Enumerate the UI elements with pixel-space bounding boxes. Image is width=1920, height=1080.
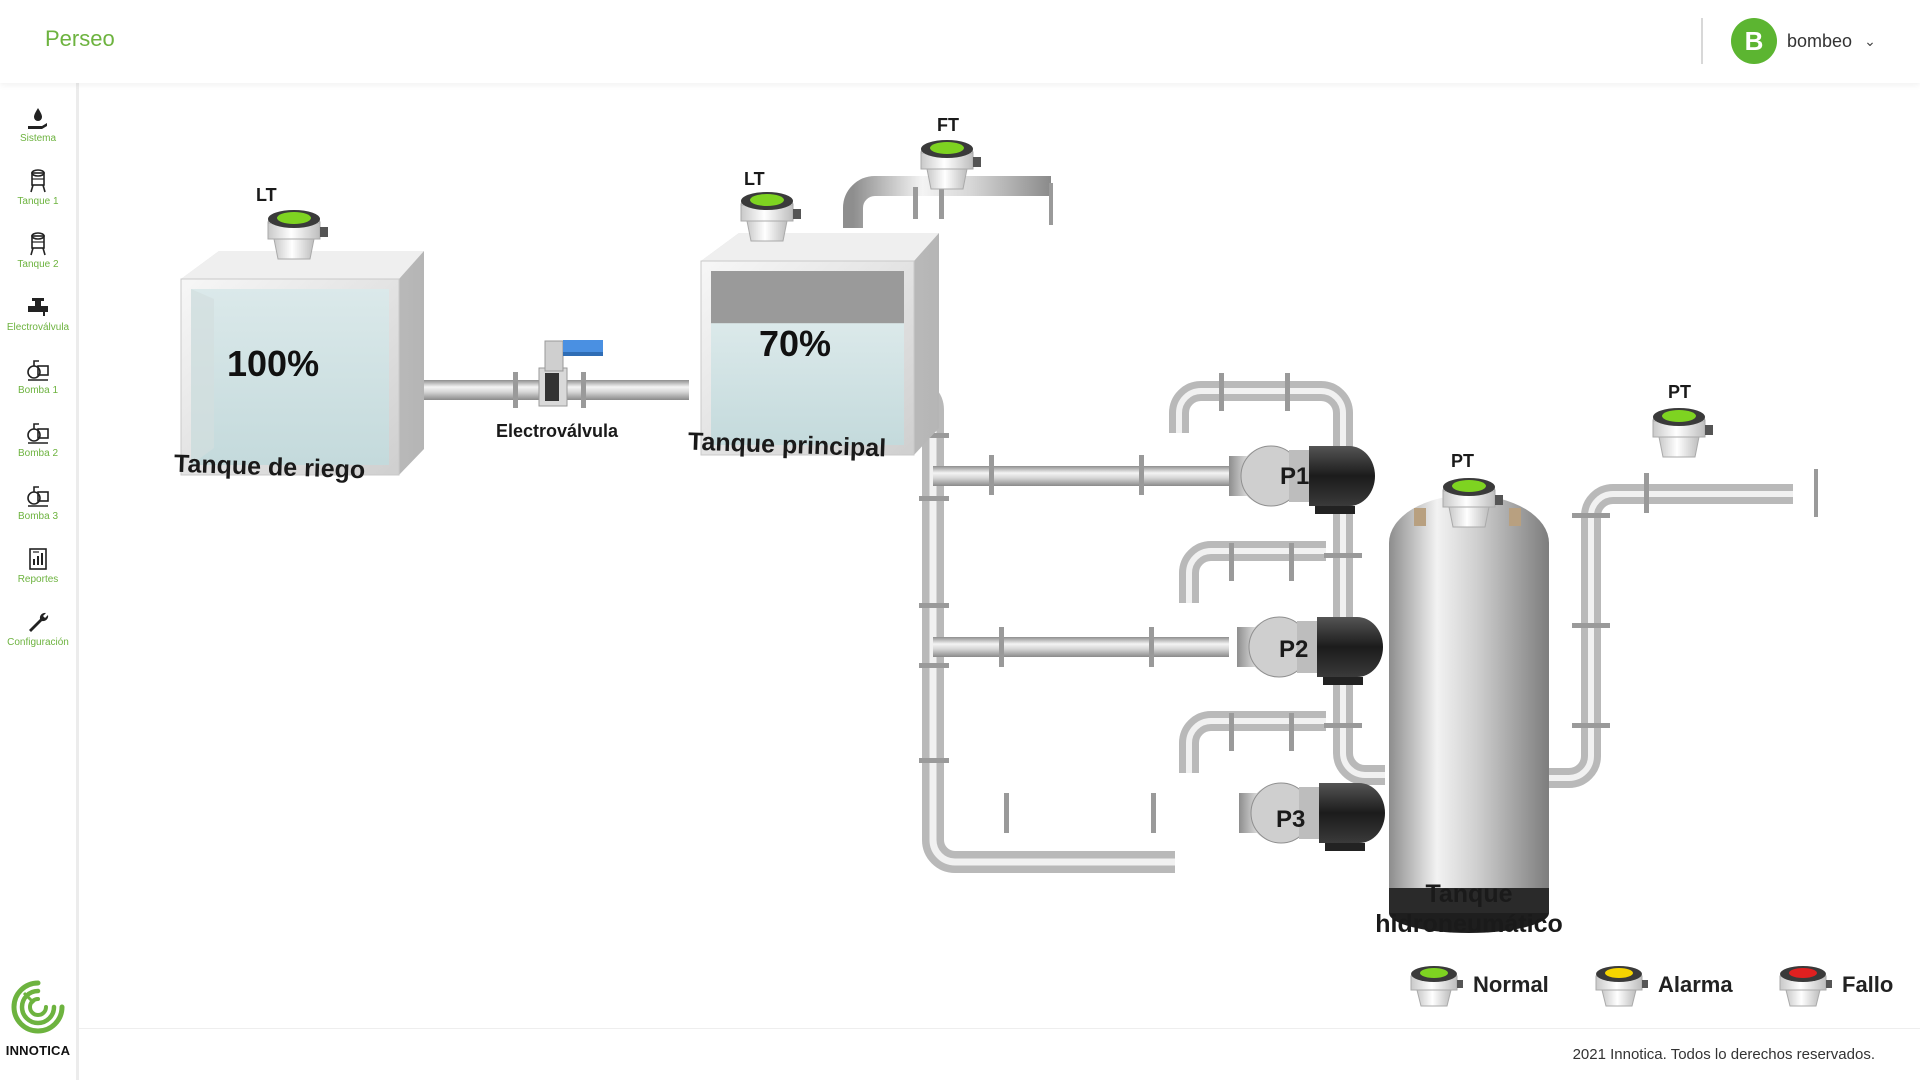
app-title[interactable]: Perseo <box>45 26 115 51</box>
copyright: 2021 Innotica. Todos lo derechos reserva… <box>1572 1046 1875 1063</box>
brand-name: INNOTICA <box>5 1043 71 1058</box>
tank-icon <box>25 231 51 257</box>
pipe-ft <box>843 176 1051 228</box>
sensor-lt-riego-label: LT <box>256 185 277 205</box>
pump-p3-label: P3 <box>1276 806 1306 833</box>
pump-p2[interactable] <box>1237 616 1383 685</box>
sensor-pt-salida[interactable] <box>1652 408 1713 458</box>
hydro-tank-label-line-2: hidroneumático <box>1375 910 1563 938</box>
sensor-lt-principal-label: LT <box>744 169 765 189</box>
tank-principal[interactable] <box>700 233 939 456</box>
avatar[interactable]: B <box>1731 18 1777 64</box>
tank-principal-water <box>711 323 904 445</box>
electrovalvula[interactable] <box>538 340 603 407</box>
sidebar-item-reportes[interactable]: Reportes <box>0 546 76 604</box>
sensor-ft-label: FT <box>937 115 959 135</box>
sensor-lt-principal[interactable] <box>740 192 801 242</box>
top-bar: Perseo B bombeo ⌄ <box>0 0 1920 83</box>
legend-alarma-led <box>1605 968 1633 978</box>
legend-alarma: Alarma <box>1592 962 1733 1008</box>
tank-icon <box>25 168 51 194</box>
pump-p1[interactable] <box>1229 445 1375 514</box>
sensor-pt-hidro[interactable] <box>1442 478 1503 528</box>
sidebar-item-label: Bomba 1 <box>17 385 59 396</box>
sidebar-item-sistema[interactable]: Sistema <box>0 105 76 163</box>
pump-p1-label: P1 <box>1280 463 1310 490</box>
sensor-pt-salida-label: PT <box>1668 382 1692 402</box>
sidebar-item-tanque-2[interactable]: Tanque 2 <box>0 231 76 289</box>
user-menu[interactable]: B bombeo ⌄ <box>1731 18 1876 64</box>
sidebar-item-tanque-1[interactable]: Tanque 1 <box>0 168 76 226</box>
wrench-icon <box>25 609 51 635</box>
hydro-tank-label-line-1: Tanque <box>1425 880 1513 908</box>
sidebar-item-label: Configuración <box>7 637 69 648</box>
sensor-status-alarma-icon <box>1595 966 1648 1007</box>
sensor-pt-hidro-label: PT <box>1451 451 1475 471</box>
tank-riego[interactable] <box>180 251 424 476</box>
report-icon <box>25 546 51 572</box>
tank-hidroneumatico[interactable] <box>1389 495 1549 933</box>
legend-normal: Normal <box>1407 962 1549 1008</box>
footer: 2021 Innotica. Todos lo derechos reserva… <box>79 1028 1920 1080</box>
legend-normal-led <box>1420 968 1448 978</box>
legend-fallo-led <box>1789 968 1817 978</box>
sensor-lt-riego[interactable] <box>267 210 328 260</box>
header-divider <box>1701 18 1703 64</box>
sidebar-item-bomba-2[interactable]: Bomba 2 <box>0 420 76 478</box>
hydro-tank-label: Tanque hidroneumático <box>1364 879 1574 939</box>
pump-icon <box>25 483 51 509</box>
process-diagram: LT 100% Tanque de riego Electroválvula L… <box>79 83 1920 1028</box>
sidebar-item-label: Reportes <box>17 574 59 585</box>
sidebar-item-configuracion[interactable]: Configuración <box>0 609 76 667</box>
brand-logo: INNOTICA <box>0 973 76 1058</box>
sidebar-item-label: Tanque 1 <box>17 196 59 207</box>
valve-icon <box>25 294 51 320</box>
sidebar-item-label: Sistema <box>19 133 57 144</box>
tank-riego-water <box>191 289 389 465</box>
pump-icon <box>25 357 51 383</box>
user-name[interactable]: bombeo <box>1787 30 1853 51</box>
pump-p3[interactable] <box>1239 782 1385 851</box>
chevron-down-icon[interactable]: ⌄ <box>1864 32 1876 49</box>
sidebar-item-label: Bomba 3 <box>17 511 59 522</box>
water-drop-hand-icon <box>25 105 51 131</box>
pump-icon <box>25 420 51 446</box>
legend-label: Alarma <box>1658 972 1733 997</box>
sidebar-item-label: Bomba 2 <box>17 448 59 459</box>
legend-label: Normal <box>1473 972 1549 997</box>
sensor-ft[interactable] <box>920 140 981 190</box>
sidebar-item-label: Tanque 2 <box>17 259 59 270</box>
legend-label: Fallo <box>1842 972 1894 997</box>
legend-fallo: Fallo <box>1776 962 1893 1008</box>
sidebar-item-bomba-3[interactable]: Bomba 3 <box>0 483 76 541</box>
sensor-status-normal-icon <box>1410 966 1463 1007</box>
sidebar-item-label: Electroválvula <box>6 322 70 333</box>
sidebar-item-bomba-1[interactable]: Bomba 1 <box>0 357 76 415</box>
tank-riego-level: 100% <box>227 343 320 384</box>
sidebar-item-electrovalvula[interactable]: Electroválvula <box>0 294 76 352</box>
process-diagram-scene <box>180 140 1818 933</box>
pump-p2-label: P2 <box>1279 636 1309 663</box>
sensor-status-fallo-icon <box>1779 966 1832 1007</box>
pipe-manifold <box>899 377 1175 873</box>
innotica-logo-icon <box>11 980 65 1034</box>
sidebar: Sistema Tanque 1 Tanque 2 Electroválvula… <box>0 83 79 1080</box>
valve-label: Electroválvula <box>496 421 619 441</box>
tank-principal-level: 70% <box>759 323 832 364</box>
